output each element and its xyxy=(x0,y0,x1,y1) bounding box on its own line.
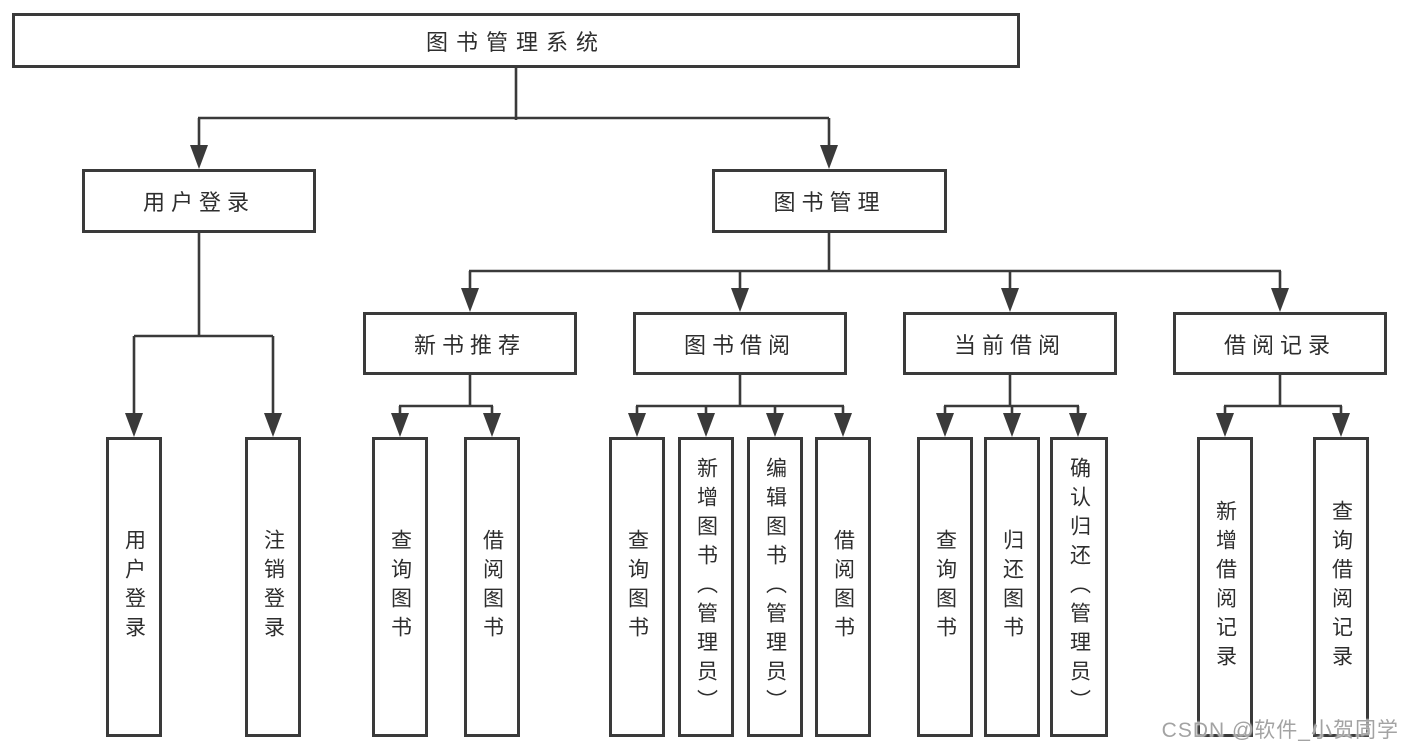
node-label: 新书推荐 xyxy=(413,332,526,358)
node-new-book-recommend: 新书推荐 xyxy=(363,312,577,375)
node-label: 编辑图书（管理员） xyxy=(763,456,787,718)
node-current-borrowing: 当前借阅 xyxy=(903,312,1117,375)
node-label: 查询图书 xyxy=(388,529,412,645)
node-label: 查询借阅记录 xyxy=(1329,500,1353,674)
leaf-current-query-books: 查询图书 xyxy=(917,437,973,737)
node-label: 用户登录 xyxy=(142,190,255,215)
node-label: 确认归还（管理员） xyxy=(1067,456,1091,718)
node-label: 查询图书 xyxy=(625,529,649,645)
node-label: 图书管理 xyxy=(773,190,886,215)
node-label: 图书借阅 xyxy=(683,332,796,358)
node-label: 注销登录 xyxy=(261,529,285,645)
leaf-records-query-record: 查询借阅记录 xyxy=(1313,437,1369,737)
node-root-system: 图书管理系统 xyxy=(12,13,1020,68)
node-label: 借阅图书 xyxy=(831,529,855,645)
node-user-login: 用户登录 xyxy=(82,169,316,233)
leaf-borrow-add-books-admin: 新增图书（管理员） xyxy=(678,437,734,737)
leaf-borrow-borrow-books: 借阅图书 xyxy=(815,437,871,737)
node-label: 新增借阅记录 xyxy=(1213,500,1237,674)
leaf-current-return-books: 归还图书 xyxy=(984,437,1040,737)
watermark-text: CSDN @软件_小贺同学 xyxy=(1161,719,1399,742)
node-label: 当前借阅 xyxy=(953,332,1066,358)
node-label: 查询图书 xyxy=(933,529,957,645)
leaf-borrow-query-books: 查询图书 xyxy=(609,437,665,737)
node-label: 新增图书（管理员） xyxy=(694,456,718,718)
leaf-logout: 注销登录 xyxy=(245,437,301,737)
node-label: 借阅记录 xyxy=(1223,332,1336,358)
node-label: 借阅图书 xyxy=(480,529,504,645)
node-label: 归还图书 xyxy=(1000,529,1024,645)
leaf-recommend-borrow-books: 借阅图书 xyxy=(464,437,520,737)
node-label: 用户登录 xyxy=(122,529,146,645)
node-book-borrowing: 图书借阅 xyxy=(633,312,847,375)
leaf-borrow-edit-books-admin: 编辑图书（管理员） xyxy=(747,437,803,737)
leaf-user-login: 用户登录 xyxy=(106,437,162,737)
leaf-current-confirm-return-admin: 确认归还（管理员） xyxy=(1050,437,1108,737)
node-borrowing-records: 借阅记录 xyxy=(1173,312,1387,375)
node-book-management: 图书管理 xyxy=(712,169,947,233)
leaf-recommend-query-books: 查询图书 xyxy=(372,437,428,737)
node-label: 图书管理系统 xyxy=(425,29,606,55)
leaf-records-add-record: 新增借阅记录 xyxy=(1197,437,1253,737)
